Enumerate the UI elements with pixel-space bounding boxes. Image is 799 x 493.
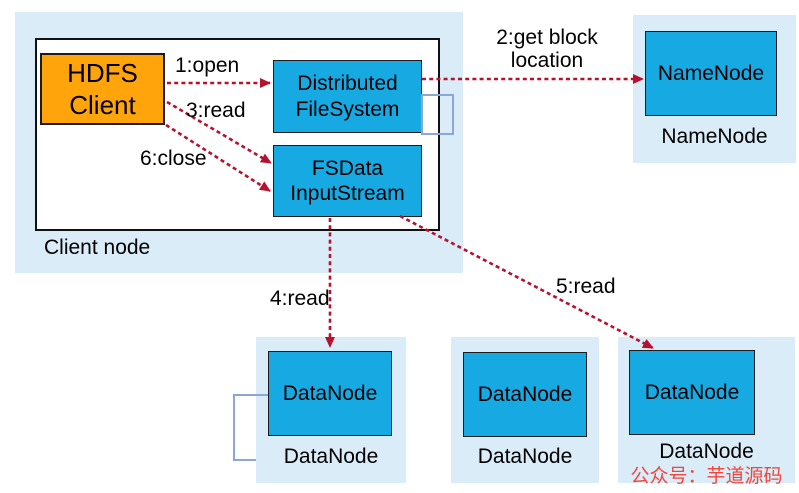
arrow-label-6-close: 6:close: [140, 147, 207, 170]
arrow-label-1-open: 1:open: [175, 54, 240, 77]
namenode-box: NameNode: [645, 31, 777, 116]
client-node-caption: Client node: [44, 236, 151, 259]
client-node-group: HDFS Client Distributed FileSystem FSDat…: [15, 12, 463, 273]
arrow-label-5-read: 5:read: [556, 275, 616, 298]
datanode-group-3: DataNode DataNode 公众号：芋道源码: [618, 337, 795, 487]
namenode-group: NameNode NameNode: [633, 15, 796, 163]
datanode-box-2: DataNode: [463, 352, 587, 437]
namenode-caption: NameNode: [661, 125, 768, 148]
datanode-box-3: DataNode: [629, 350, 755, 435]
datanode-group-2: DataNode DataNode: [451, 337, 599, 483]
datanode-caption-1: DataNode: [283, 445, 379, 468]
hdfs-client-box: HDFS Client: [40, 53, 165, 125]
arrow-label-3-read: 3:read: [186, 99, 246, 122]
datanode-caption-2: DataNode: [477, 445, 573, 468]
distributed-filesystem-box: Distributed FileSystem: [273, 60, 422, 133]
arrow-label-2-get-block-location: 2:get block location: [496, 26, 598, 72]
arrow-label-4-read: 4:read: [270, 287, 330, 310]
watermark-text: 公众号：芋道源码: [630, 466, 783, 487]
datanode-box-1: DataNode: [268, 351, 392, 436]
datanode-group-1: DataNode DataNode: [256, 337, 406, 483]
datanode-caption-3: DataNode: [659, 440, 754, 463]
fsdata-inputstream-box: FSData InputStream: [273, 145, 422, 217]
